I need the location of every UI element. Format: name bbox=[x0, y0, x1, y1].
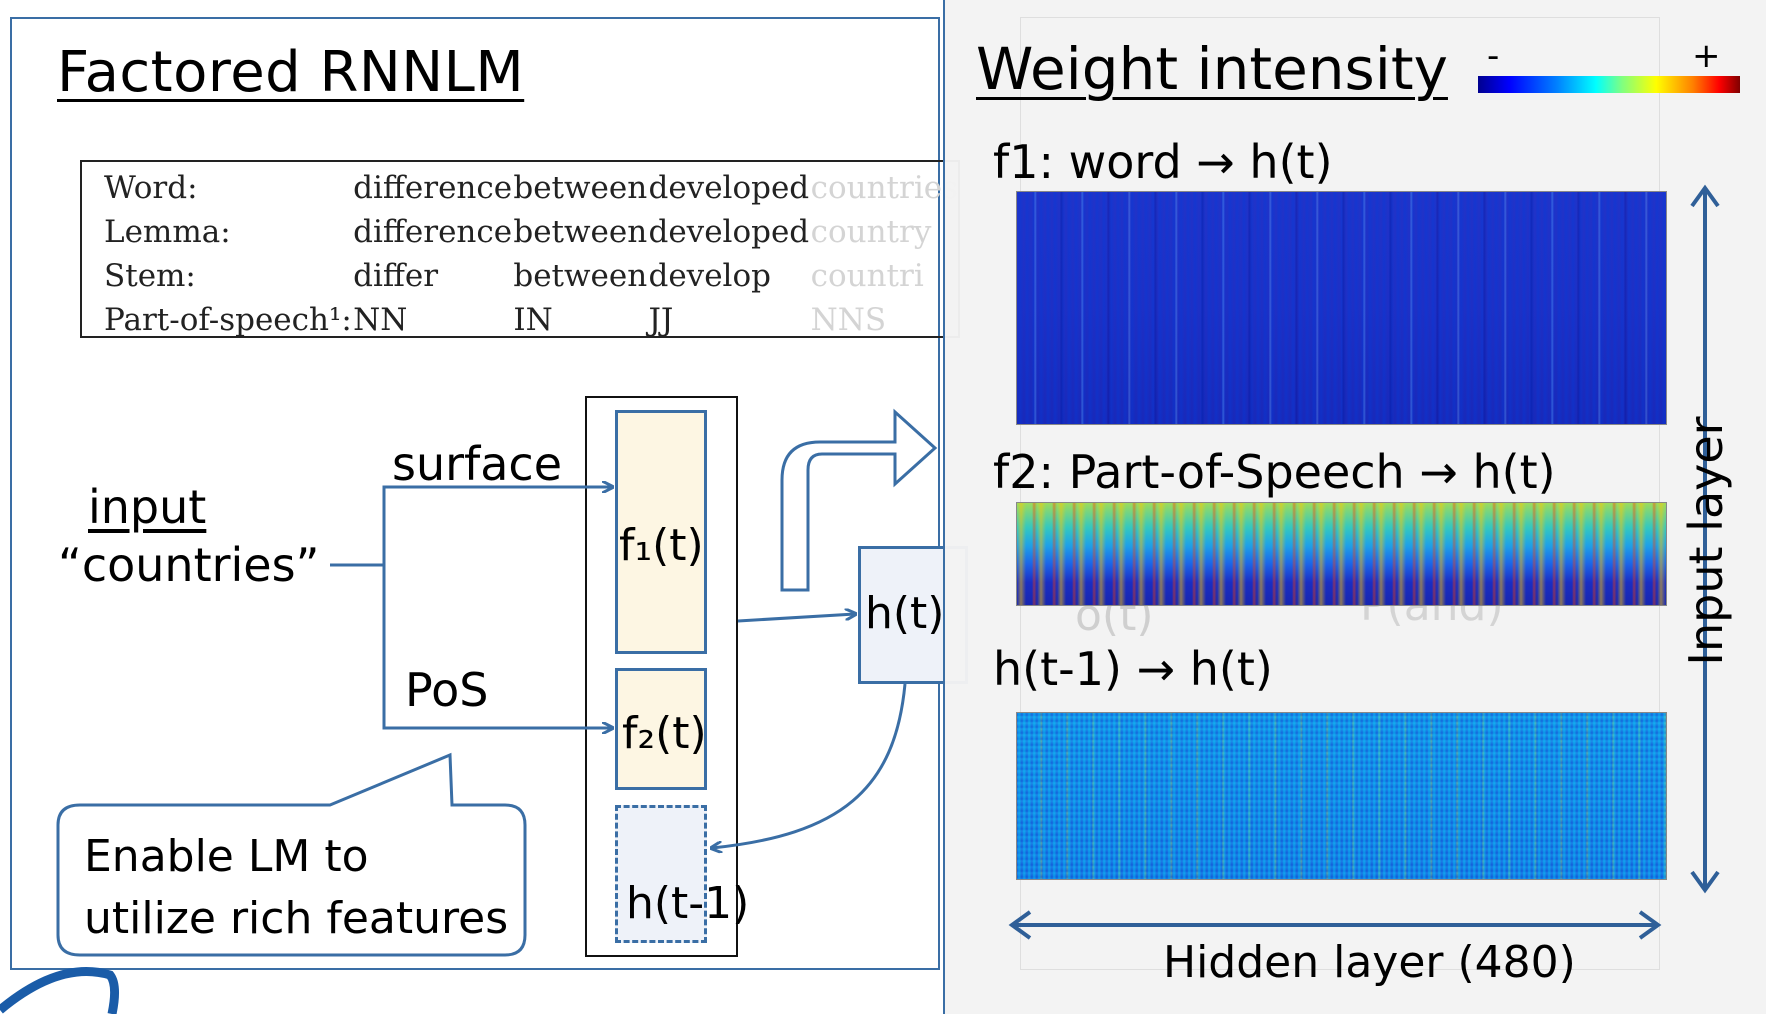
heatmap-label-f2: f2: Part-of-Speech → h(t) bbox=[993, 445, 1556, 499]
row-label: Word: bbox=[104, 170, 198, 206]
ht-label: h(t) bbox=[865, 588, 945, 639]
heatmap-f1 bbox=[1016, 191, 1667, 425]
table-cell: differ bbox=[353, 258, 439, 294]
f2-node bbox=[615, 668, 707, 790]
callout-bubble bbox=[56, 752, 527, 957]
pos-label: PoS bbox=[405, 663, 489, 717]
table-cell: NN bbox=[353, 302, 408, 338]
ghost-slide-outline bbox=[1020, 17, 1660, 970]
table-cell: developed bbox=[648, 214, 810, 250]
table-row: Word: difference between developed count… bbox=[104, 166, 958, 210]
bent-block-arrow bbox=[780, 408, 938, 592]
hprev-node bbox=[615, 805, 707, 943]
table-cell: developed bbox=[648, 170, 810, 206]
row-label: Stem: bbox=[104, 258, 196, 294]
f1-node bbox=[615, 410, 707, 654]
surface-label: surface bbox=[392, 437, 563, 491]
table-cell: difference bbox=[353, 170, 513, 206]
heatmap-label-f1: f1: word → h(t) bbox=[993, 135, 1333, 189]
input-heading: input bbox=[88, 480, 207, 534]
table-cell: between bbox=[513, 170, 648, 206]
x-arrowhead-right bbox=[1638, 910, 1662, 940]
feature-table-grid: Word: difference between developed count… bbox=[104, 166, 958, 342]
x-axis-label: Hidden layer (480) bbox=[1163, 937, 1576, 988]
input-word: “countries” bbox=[58, 538, 320, 592]
y-arrowhead-bottom bbox=[1690, 870, 1720, 894]
x-arrowhead-left bbox=[1008, 910, 1032, 940]
panel-title: Weight intensity bbox=[976, 35, 1448, 103]
table-cell: develop bbox=[648, 258, 771, 294]
heatmap-recurrent bbox=[1016, 712, 1667, 880]
table-cell: JJ bbox=[648, 302, 674, 338]
row-label: Lemma: bbox=[104, 214, 231, 250]
table-cell: IN bbox=[513, 302, 553, 338]
row-label: Part-of-speech¹: bbox=[104, 302, 352, 338]
hprev-label: h(t-1) bbox=[626, 878, 750, 929]
heatmap-label-recurrent: h(t-1) → h(t) bbox=[993, 642, 1273, 696]
surface-connector bbox=[382, 487, 612, 565]
f2-label: f₂(t) bbox=[622, 708, 707, 759]
y-axis-label: Input layer bbox=[1679, 416, 1733, 666]
f1-label: f₁(t) bbox=[619, 520, 704, 571]
callout-text: Enable LM to utilize rich features bbox=[84, 826, 508, 950]
table-row: Stem: differ between develop countri bbox=[104, 254, 958, 298]
feature-table: Word: difference between developed count… bbox=[80, 160, 960, 338]
recurrent-arrow bbox=[712, 683, 907, 848]
table-row: Lemma: difference between developed coun… bbox=[104, 210, 958, 254]
table-cell: difference bbox=[353, 214, 513, 250]
colorbar-max-label: + bbox=[1692, 36, 1721, 76]
column-to-ht-arrow bbox=[737, 614, 855, 623]
logo-swoosh bbox=[0, 967, 120, 1014]
table-cell-faded: NNS bbox=[810, 302, 887, 338]
heatmap-f2 bbox=[1016, 502, 1667, 606]
colorbar-min-label: - bbox=[1487, 36, 1500, 76]
callout-line: utilize rich features bbox=[84, 893, 509, 944]
table-cell: between bbox=[513, 214, 648, 250]
table-cell-faded: countri bbox=[810, 258, 924, 294]
table-cell-faded: country bbox=[810, 214, 932, 250]
table-row: Part-of-speech¹: NN IN JJ NNS bbox=[104, 298, 958, 342]
callout-line: Enable LM to bbox=[84, 831, 369, 882]
table-cell-faded: countries bbox=[810, 170, 958, 206]
y-arrowhead-top bbox=[1690, 184, 1720, 208]
colorbar bbox=[1478, 76, 1740, 93]
slide-title: Factored RNNLM bbox=[57, 40, 525, 105]
pos-connector bbox=[382, 565, 612, 728]
table-cell: between bbox=[513, 258, 648, 294]
